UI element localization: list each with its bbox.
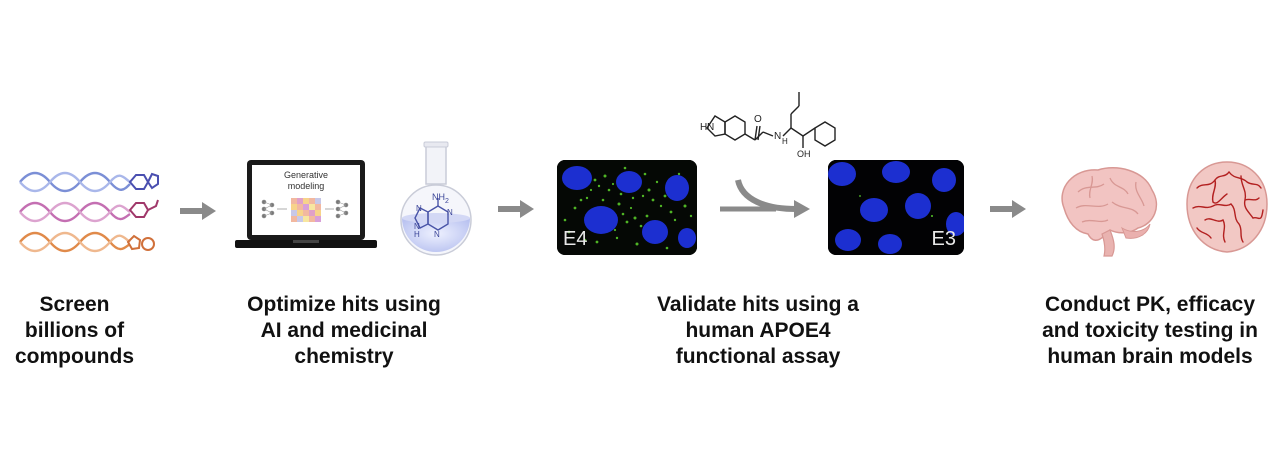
dna-strand-pink <box>19 201 131 223</box>
flask-nh2-label: NH2 <box>432 192 449 205</box>
neural-network-icon <box>335 199 349 219</box>
caption-line: and toxicity testing in <box>1042 319 1258 342</box>
flask-n-label-1: N <box>447 208 453 217</box>
flask-n-label-3: N <box>416 204 422 213</box>
laptop-screen-title-line2: modeling <box>287 181 325 191</box>
dna-strand-orange <box>19 231 131 253</box>
laptop-illustration <box>235 160 377 248</box>
step-caption-conduct: Conduct PK, efficacy and toxicity testin… <box>1022 292 1278 370</box>
flask-n-label-4: N <box>414 222 420 231</box>
dna-strand-blue <box>19 171 131 193</box>
heatmap-grid-icon <box>291 198 321 222</box>
microscopy-e3-image <box>828 160 964 255</box>
panel-label-e4: E4 <box>563 228 588 250</box>
adenine-structure <box>414 198 449 231</box>
step-caption-optimize: Optimize hits using AI and medicinal che… <box>228 292 460 370</box>
flask-nh2-text: NH <box>432 192 445 202</box>
molecule-amide-h-label: H <box>782 137 788 146</box>
caption-line: human brain models <box>1047 345 1253 368</box>
compound-icon-pink <box>128 199 159 218</box>
molecule-n-label: N <box>707 122 715 133</box>
molecule-amide-n-label: N <box>774 131 782 142</box>
arrow-right-icon <box>990 200 1026 218</box>
caption-line: Conduct PK, efficacy <box>1044 293 1256 316</box>
vascularized-brain-organoid-illustration <box>1186 161 1268 253</box>
neural-network-icon <box>261 199 275 219</box>
step-caption-validate: Validate hits using a human APOE4 functi… <box>632 292 884 370</box>
microscopy-panel-e3: E3 <box>828 160 964 255</box>
microscopy-e4-image <box>557 160 697 255</box>
dna-library-illustration <box>19 171 159 253</box>
flask-nh2-subscript: 2 <box>445 197 449 205</box>
caption-line: AI and medicinal <box>260 319 428 342</box>
arrow-right-icon <box>180 202 216 220</box>
treatment-arrow-icon <box>720 179 810 218</box>
caption-line: billions of <box>24 319 125 342</box>
caption-line: Screen <box>39 293 110 316</box>
flask-n-label-2: N <box>434 230 440 239</box>
arrow-right-icon <box>498 200 534 218</box>
compound-icon-orange <box>126 234 155 251</box>
molecule-oh-label: OH <box>797 149 811 159</box>
compound-icon-blue <box>128 172 159 190</box>
flask-h-label: H <box>414 230 420 239</box>
molecule-o-label: O <box>754 114 762 125</box>
brain-illustration <box>1061 167 1158 257</box>
compound-structure <box>706 92 836 148</box>
caption-line: functional assay <box>675 345 841 368</box>
molecule-nh-label: H <box>700 122 708 133</box>
laptop-screen-title: Generative modeling <box>252 170 360 192</box>
caption-line: Optimize hits using <box>247 293 441 316</box>
caption-line: Validate hits using a <box>657 293 859 316</box>
caption-line: human APOE4 <box>685 319 831 342</box>
laptop-screen-title-line1: Generative <box>283 170 329 180</box>
step-caption-screen: Screen billions of compounds <box>2 292 147 370</box>
caption-line: chemistry <box>294 345 394 368</box>
microscopy-panel-e4: E4 <box>557 160 697 255</box>
caption-line: compounds <box>15 345 134 368</box>
round-flask-illustration <box>400 141 472 256</box>
panel-label-e3: E3 <box>931 228 956 250</box>
